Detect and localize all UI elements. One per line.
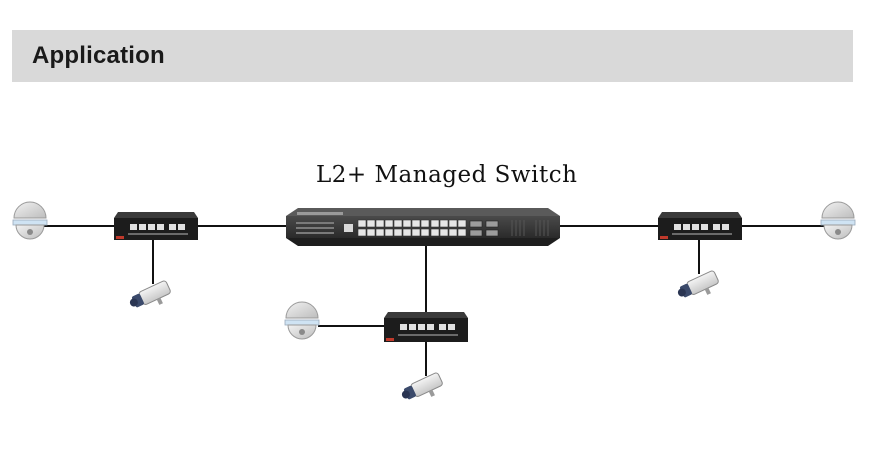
poe-switch-icon <box>658 212 742 240</box>
dome-camera-icon <box>284 301 320 340</box>
bullet-camera-icon <box>677 270 719 298</box>
poe-switch-icon <box>384 312 468 342</box>
section-header: Application <box>12 30 853 82</box>
dome-camera-icon <box>820 201 856 240</box>
managed-switch-icon <box>286 208 560 246</box>
link-lines <box>44 225 828 376</box>
bullet-camera-icon <box>129 280 171 308</box>
diagram-title: L2+ Managed Switch <box>316 162 578 188</box>
dome-camera-icon <box>12 201 48 240</box>
bullet-camera-icon <box>401 372 443 400</box>
poe-switch-icon <box>114 212 198 240</box>
section-title: Application <box>32 42 165 69</box>
